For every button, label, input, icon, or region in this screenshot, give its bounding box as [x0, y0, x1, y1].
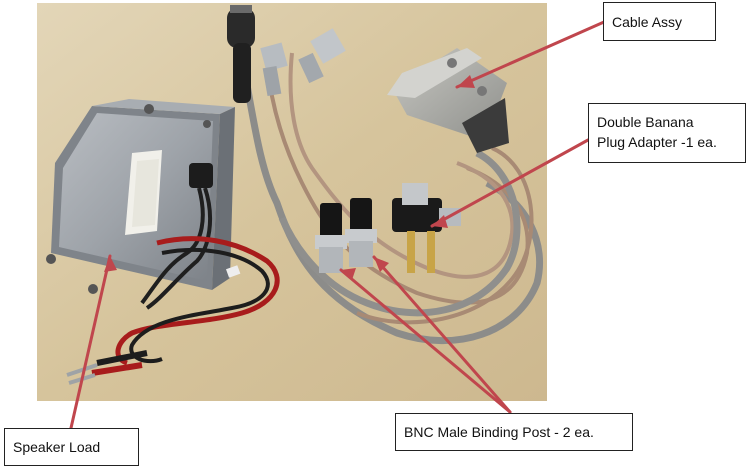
din-connector — [227, 5, 255, 103]
callout-speaker-load: Speaker Load — [4, 428, 139, 466]
callout-double-banana: Double Banana Plug Adapter -1 ea. — [588, 103, 746, 163]
equipment-photo — [37, 3, 547, 401]
binding-posts — [315, 198, 377, 273]
callout-cable-assy: Cable Assy — [603, 2, 716, 41]
callout-double-banana-line1: Double Banana — [597, 114, 694, 130]
callout-bnc-binding-post-label: BNC Male Binding Post - 2 ea. — [404, 424, 594, 440]
bnc-cable-ends — [260, 28, 346, 97]
callout-speaker-load-label: Speaker Load — [13, 439, 101, 455]
callout-bnc-binding-post: BNC Male Binding Post - 2 ea. — [395, 413, 633, 451]
callout-double-banana-line2: Plug Adapter -1 ea. — [597, 134, 717, 150]
callout-cable-assy-label: Cable Assy — [612, 14, 683, 30]
